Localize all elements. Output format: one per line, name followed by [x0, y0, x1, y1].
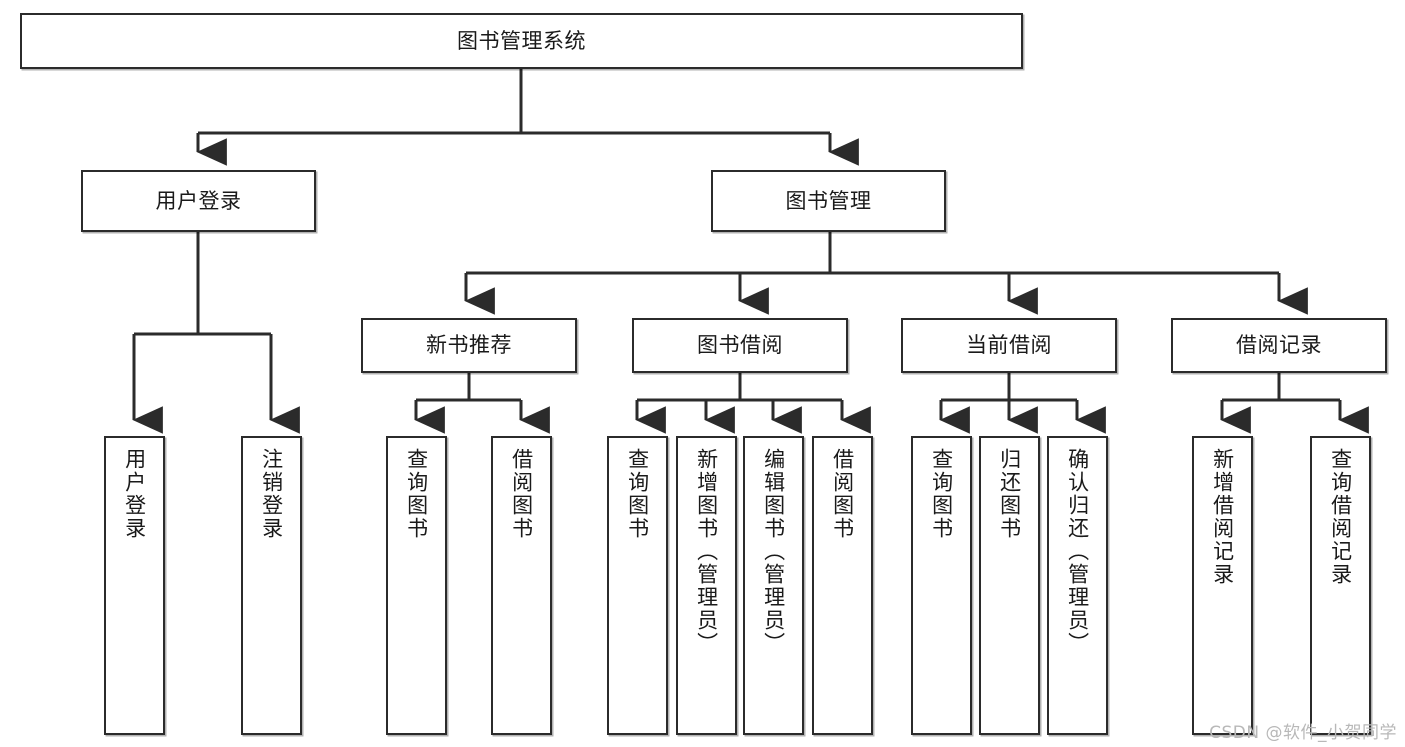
node-leaf-confirm-return[interactable]: 确认归还（管理员）	[1047, 436, 1108, 735]
node-label: 用户登录	[122, 448, 147, 540]
node-new-book-recommend[interactable]: 新书推荐	[361, 318, 577, 373]
node-leaf-edit-book[interactable]: 编辑图书（管理员）	[743, 436, 804, 735]
node-book-borrow[interactable]: 图书借阅	[632, 318, 848, 373]
node-label: 借阅记录	[1236, 333, 1322, 358]
node-label: 编辑图书（管理员）	[761, 448, 786, 655]
node-leaf-query-book-3[interactable]: 查询图书	[911, 436, 972, 735]
node-label: 注销登录	[259, 448, 284, 540]
node-label: 查询图书	[404, 448, 429, 540]
node-label: 图书管理	[785, 188, 872, 213]
node-leaf-query-book-2[interactable]: 查询图书	[607, 436, 668, 735]
node-user-login[interactable]: 用户登录	[81, 170, 316, 232]
node-leaf-borrow-book-2[interactable]: 借阅图书	[812, 436, 873, 735]
node-label: 确认归还（管理员）	[1065, 448, 1090, 655]
node-current-borrow[interactable]: 当前借阅	[901, 318, 1117, 373]
node-book-management[interactable]: 图书管理	[711, 170, 946, 232]
node-label: 借阅图书	[830, 448, 855, 540]
node-label: 归还图书	[997, 448, 1022, 540]
node-root-system[interactable]: 图书管理系统	[20, 13, 1023, 69]
node-borrow-record[interactable]: 借阅记录	[1171, 318, 1387, 373]
node-label: 借阅图书	[509, 448, 534, 540]
node-label: 图书借阅	[697, 333, 783, 358]
node-label: 查询借阅记录	[1328, 448, 1353, 586]
node-label: 新书推荐	[426, 333, 512, 358]
node-leaf-user-login[interactable]: 用户登录	[104, 436, 165, 735]
node-leaf-return-book[interactable]: 归还图书	[979, 436, 1040, 735]
node-label: 当前借阅	[966, 333, 1052, 358]
node-label: 查询图书	[929, 448, 954, 540]
node-label: 查询图书	[625, 448, 650, 540]
node-label: 新增借阅记录	[1210, 448, 1235, 586]
node-label: 新增图书（管理员）	[694, 448, 719, 655]
node-leaf-add-book[interactable]: 新增图书（管理员）	[676, 436, 737, 735]
node-label: 图书管理系统	[457, 28, 586, 53]
node-label: 用户登录	[155, 188, 242, 213]
node-leaf-borrow-book-1[interactable]: 借阅图书	[491, 436, 552, 735]
node-leaf-query-record[interactable]: 查询借阅记录	[1310, 436, 1371, 735]
node-leaf-add-record[interactable]: 新增借阅记录	[1192, 436, 1253, 735]
node-leaf-query-book-1[interactable]: 查询图书	[386, 436, 447, 735]
node-leaf-user-logout[interactable]: 注销登录	[241, 436, 302, 735]
watermark-text: CSDN @软件_小贺同学	[1209, 723, 1397, 743]
